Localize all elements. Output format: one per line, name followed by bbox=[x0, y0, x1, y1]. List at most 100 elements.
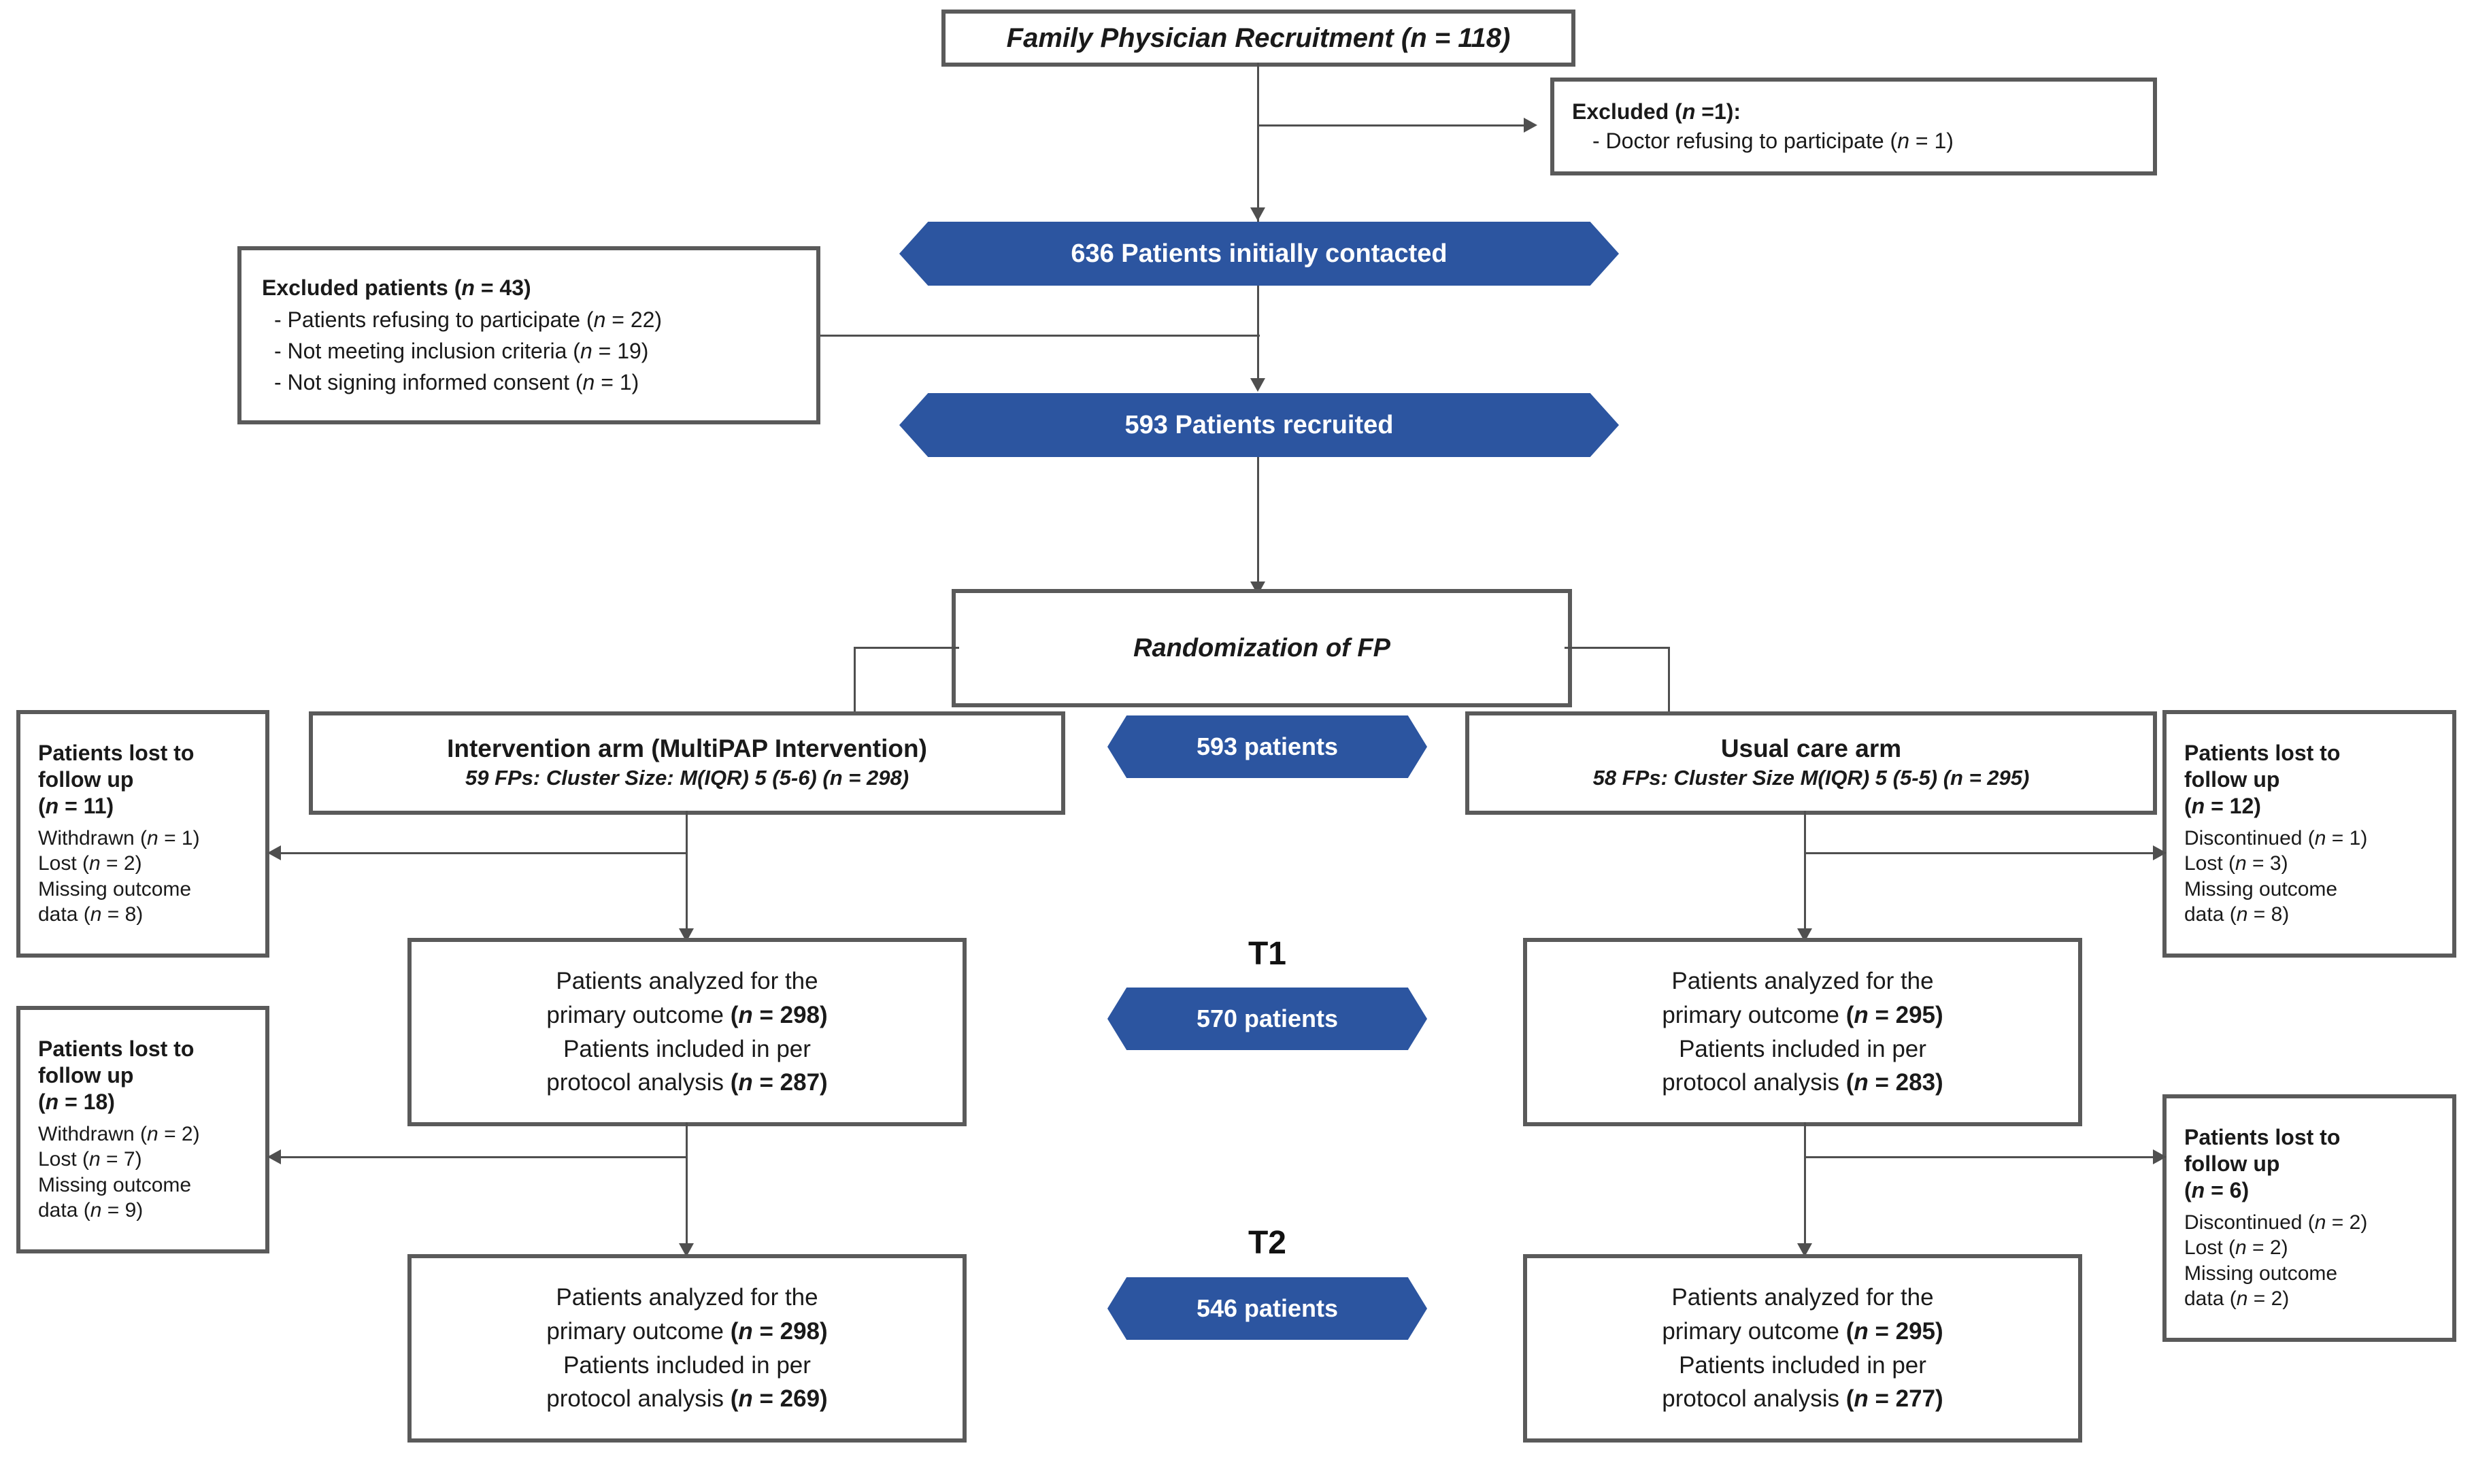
excluded-patients-item-1: - Patients refusing to participate (n = … bbox=[274, 307, 663, 332]
analysis-int-t2-line4: protocol analysis (n = 269) bbox=[546, 1385, 828, 1413]
lost-uc-t1-title-line2: follow up bbox=[2184, 767, 2280, 792]
patients-recruited-hexagon: 593 Patients recruited bbox=[899, 393, 1619, 457]
analysis-uc-t1-line4: protocol analysis (n = 283) bbox=[1662, 1069, 1943, 1096]
connector-int-t1-down-t2 bbox=[686, 1122, 688, 1255]
t2-patients-label: 546 patients bbox=[1196, 1294, 1339, 1322]
arrow-to-randomization bbox=[1250, 581, 1265, 595]
analysis-usualcare-t2-box: Patients analyzed for the primary outcom… bbox=[1527, 1258, 2078, 1438]
lost-int-t2-line-3: Missing outcome bbox=[38, 1173, 192, 1196]
connector-recruited-down bbox=[1257, 457, 1259, 593]
recruitment-box: Family Physician Recruitment (n = 118) bbox=[946, 14, 1571, 63]
randomization-box: Randomization of FP bbox=[956, 593, 1568, 703]
lost-int-t1-title-line2: follow up bbox=[38, 767, 134, 792]
recruitment-title: Family Physician Recruitment (n = 118) bbox=[1006, 22, 1511, 53]
lost-followup-intervention-t2-box: Patients lost to follow up (n = 18) With… bbox=[20, 1010, 265, 1249]
excluded-patients-heading: Excluded patients (n = 43) bbox=[262, 275, 531, 301]
connector-rand-right-down bbox=[1668, 647, 1670, 745]
connector-int-to-lost-t1 bbox=[279, 852, 687, 854]
arrow-uc-analysis-t2 bbox=[1797, 1243, 1812, 1257]
analysis-int-t1-line3: Patients included in per bbox=[563, 1035, 811, 1062]
analysis-uc-t1-line3: Patients included in per bbox=[1679, 1035, 1926, 1062]
analysis-intervention-t2-box: Patients analyzed for the primary outcom… bbox=[412, 1258, 963, 1438]
usual-care-arm-title: Usual care arm bbox=[1720, 734, 1902, 762]
lost-uc-t2-title-line3: (n = 6) bbox=[2184, 1178, 2250, 1203]
lost-int-t2-title-line2: follow up bbox=[38, 1063, 134, 1088]
analysis-int-t2-line1: Patients analyzed for the bbox=[556, 1284, 818, 1311]
arrow-int-lost-t1 bbox=[267, 845, 281, 860]
connector-to-excluded-patients bbox=[814, 335, 1260, 337]
analysis-int-t2-line2: primary outcome (n = 298) bbox=[546, 1317, 828, 1345]
lost-int-t1-title-line3: (n = 11) bbox=[38, 794, 114, 819]
connector-rand-left bbox=[854, 647, 959, 649]
connector-contacted-down bbox=[1257, 286, 1259, 389]
arrow-int-analysis-t1 bbox=[679, 928, 694, 942]
connector-uc-to-lost-t1 bbox=[1804, 852, 2158, 854]
lost-int-t2-line-1: Withdrawn (n = 2) bbox=[38, 1122, 200, 1145]
connector-rand-left-down bbox=[854, 647, 856, 745]
arrow-to-recruited bbox=[1250, 378, 1265, 392]
analysis-int-t1-line1: Patients analyzed for the bbox=[556, 968, 818, 995]
lost-uc-t1-line-3: Missing outcome bbox=[2184, 877, 2338, 900]
randomization-label: Randomization of FP bbox=[1133, 633, 1390, 662]
patients-recruited-label: 593 Patients recruited bbox=[1124, 410, 1394, 439]
lost-uc-t1-title-line3: (n = 12) bbox=[2184, 794, 2261, 819]
arrow-uc-analysis-t1 bbox=[1797, 928, 1812, 942]
lost-followup-usualcare-t1-box: Patients lost to follow up (n = 12) Disc… bbox=[2167, 714, 2452, 954]
lost-int-t2-title-line1: Patients lost to bbox=[38, 1036, 195, 1062]
excluded-patients-item-3: - Not signing informed consent (n = 1) bbox=[274, 370, 639, 395]
analysis-uc-t1-line2: primary outcome (n = 295) bbox=[1662, 1001, 1943, 1028]
analysis-uc-t2-line2: primary outcome (n = 295) bbox=[1662, 1317, 1943, 1345]
connector-to-excluded-physicians bbox=[1257, 124, 1529, 127]
lost-int-t1-line-1: Withdrawn (n = 1) bbox=[38, 826, 200, 849]
arrow-int-lost-t2 bbox=[267, 1149, 281, 1164]
lost-uc-t1-line-4: data (n = 8) bbox=[2184, 903, 2290, 926]
lost-uc-t2-line-2: Lost (n = 2) bbox=[2184, 1236, 2288, 1260]
lost-uc-t1-line-1: Discontinued (n = 1) bbox=[2184, 826, 2368, 849]
t2-patients-hexagon: 546 patients bbox=[1107, 1277, 1427, 1340]
lost-followup-intervention-t1-box: Patients lost to follow up (n = 11) With… bbox=[20, 714, 265, 954]
analysis-uc-t2-line3: Patients included in per bbox=[1679, 1351, 1926, 1379]
arrow-int-analysis-t2 bbox=[679, 1243, 694, 1257]
lost-uc-t1-line-2: Lost (n = 3) bbox=[2184, 852, 2288, 875]
arrow-uc-lost-t2 bbox=[2153, 1149, 2167, 1164]
patients-contacted-label: 636 Patients initially contacted bbox=[1071, 239, 1448, 268]
lost-int-t1-line-2: Lost (n = 2) bbox=[38, 852, 142, 875]
lost-uc-t1-title-line1: Patients lost to bbox=[2184, 741, 2341, 766]
lost-int-t1-line-4: data (n = 8) bbox=[38, 903, 144, 926]
timepoint-t1-label: T1 bbox=[1248, 936, 1286, 972]
patients-contacted-hexagon: 636 Patients initially contacted bbox=[899, 222, 1619, 286]
excluded-patients-item-2: - Not meeting inclusion criteria (n = 19… bbox=[274, 339, 649, 363]
analysis-uc-t2-line1: Patients analyzed for the bbox=[1671, 1284, 1934, 1311]
excluded-physicians-item: - Doctor refusing to participate (n = 1) bbox=[1592, 129, 1954, 153]
connector-int-arm-down-t1 bbox=[686, 811, 688, 940]
connector-uc-arm-down-t1 bbox=[1804, 811, 1806, 940]
analysis-usualcare-t1-box: Patients analyzed for the primary outcom… bbox=[1527, 942, 2078, 1122]
lost-uc-t2-line-4: data (n = 2) bbox=[2184, 1287, 2290, 1311]
connector-int-to-lost-t2 bbox=[279, 1156, 687, 1158]
lost-uc-t2-title-line1: Patients lost to bbox=[2184, 1125, 2341, 1150]
connector-uc-t1-down-t2 bbox=[1804, 1122, 1806, 1255]
analysis-int-t1-line2: primary outcome (n = 298) bbox=[546, 1001, 828, 1028]
excluded-physicians-box: Excluded (n =1): - Doctor refusing to pa… bbox=[1554, 82, 2153, 171]
lost-uc-t2-line-1: Discontinued (n = 2) bbox=[2184, 1211, 2368, 1234]
connector-uc-to-lost-t2 bbox=[1804, 1156, 2158, 1158]
randomized-patients-hexagon: 593 patients bbox=[1107, 715, 1427, 778]
lost-int-t2-title-line3: (n = 18) bbox=[38, 1090, 115, 1115]
lost-int-t1-line-3: Missing outcome bbox=[38, 877, 192, 900]
intervention-arm-title: Intervention arm (MultiPAP Intervention) bbox=[447, 734, 927, 762]
lost-followup-usualcare-t2-box: Patients lost to follow up (n = 6) Disco… bbox=[2167, 1098, 2452, 1338]
arrow-uc-lost-t1 bbox=[2153, 845, 2167, 860]
lost-int-t1-title-line1: Patients lost to bbox=[38, 741, 195, 766]
lost-uc-t2-line-3: Missing outcome bbox=[2184, 1262, 2338, 1285]
t1-patients-hexagon: 570 patients bbox=[1107, 988, 1427, 1050]
lost-uc-t2-title-line2: follow up bbox=[2184, 1151, 2280, 1177]
analysis-uc-t2-line4: protocol analysis (n = 277) bbox=[1662, 1385, 1943, 1413]
arrow-excluded-physicians bbox=[1524, 118, 1537, 133]
usual-care-arm-box: Usual care arm 58 FPs: Cluster Size M(IQ… bbox=[1469, 715, 2153, 811]
timepoint-t2-label: T2 bbox=[1248, 1225, 1286, 1261]
analysis-int-t2-line3: Patients included in per bbox=[563, 1351, 811, 1379]
analysis-uc-t1-line1: Patients analyzed for the bbox=[1671, 968, 1934, 995]
analysis-int-t1-line4: protocol analysis (n = 287) bbox=[546, 1069, 828, 1096]
lost-int-t2-line-2: Lost (n = 7) bbox=[38, 1148, 142, 1171]
